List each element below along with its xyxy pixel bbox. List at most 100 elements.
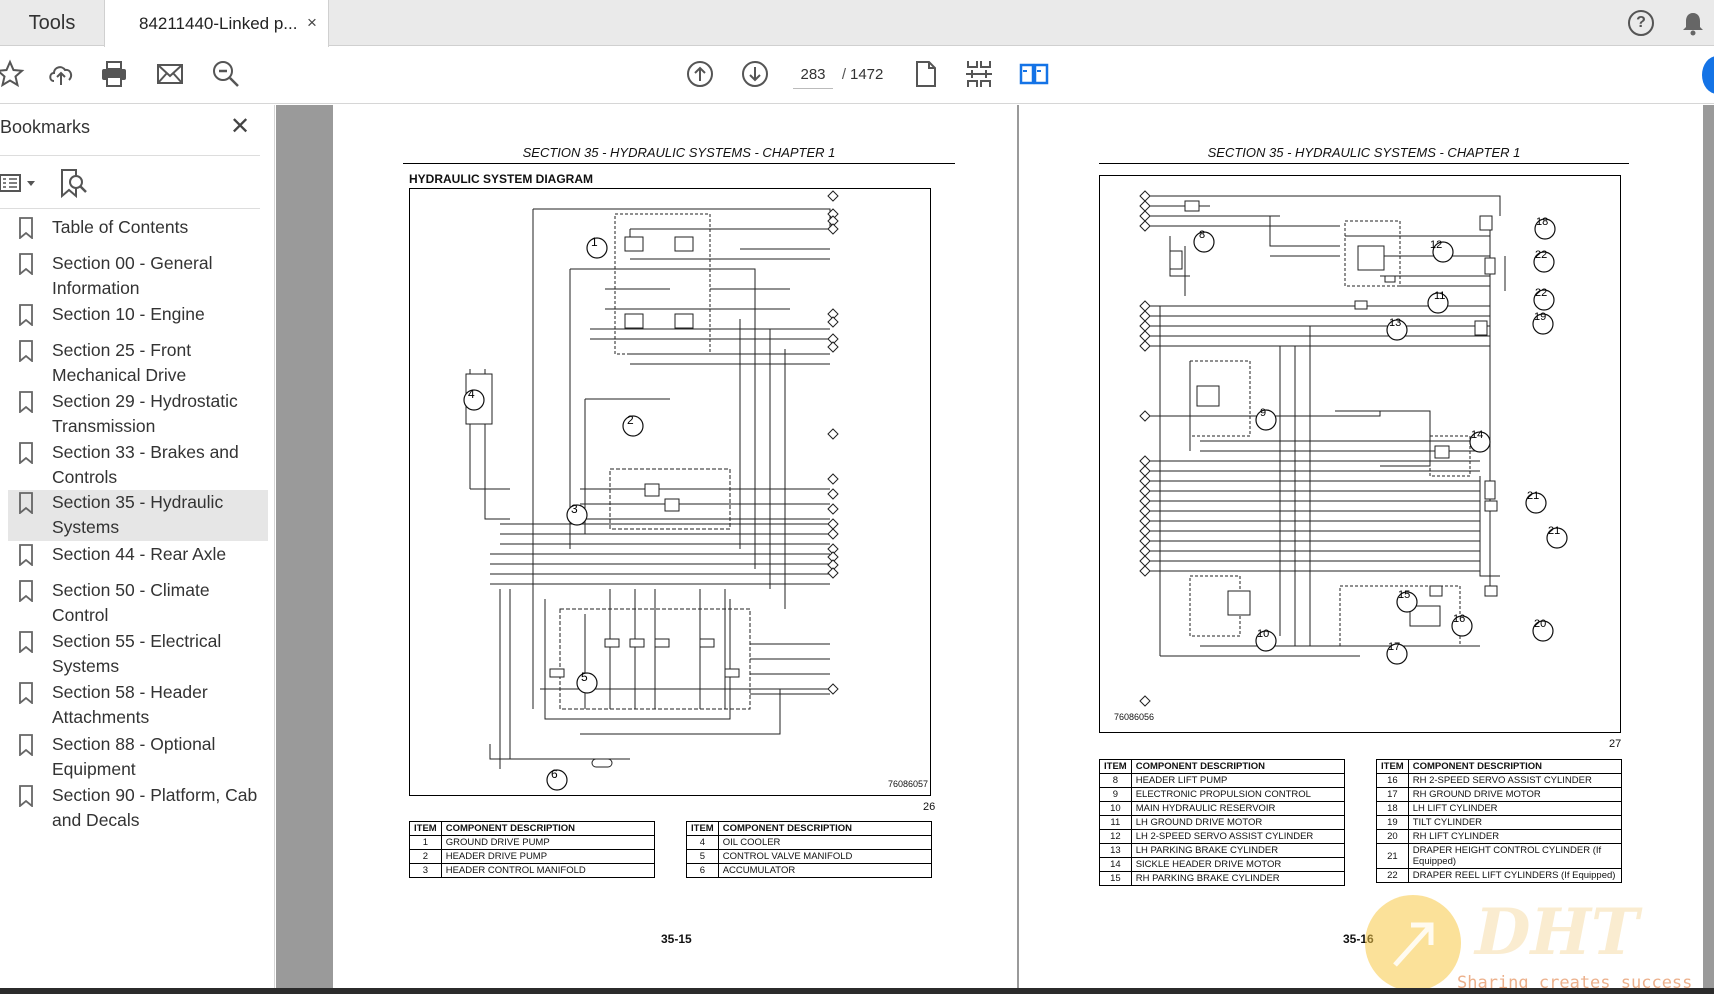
bookmark-label: Section 10 - Engine — [52, 304, 205, 324]
help-icon[interactable]: ? — [1628, 10, 1654, 36]
callout-label: 15 — [1398, 589, 1411, 601]
zoom-icon[interactable] — [208, 56, 244, 92]
pdf-page-right: SECTION 35 - HYDRAULIC SYSTEMS - CHAPTER… — [1019, 105, 1703, 994]
description-cell: RH LIFT CYLINDER — [1407, 829, 1623, 844]
item-cell: 21 — [1376, 843, 1409, 869]
table-header: COMPONENT DESCRIPTION — [1407, 759, 1623, 774]
description-cell: HEADER CONTROL MANIFOLD — [440, 863, 656, 878]
page-down-icon[interactable] — [737, 56, 773, 92]
bookmark-label: Section 44 - Rear Axle — [52, 544, 227, 564]
bookmark-item[interactable]: Section 29 - Hydrostatic Transmission — [8, 389, 268, 439]
table-header: ITEM — [409, 821, 442, 836]
tab-close-icon[interactable]: × — [307, 13, 317, 32]
mail-icon[interactable] — [152, 56, 188, 92]
tab-tools[interactable]: Tools — [28, 11, 76, 34]
bookmark-icon — [19, 682, 33, 704]
two-page-icon[interactable] — [1016, 56, 1052, 92]
bookmark-icon — [19, 544, 33, 566]
figure-number: 26 — [923, 801, 936, 813]
account-avatar[interactable] — [1702, 56, 1714, 94]
page-header: SECTION 35 - HYDRAULIC SYSTEMS - CHAPTER… — [522, 145, 836, 160]
bookmark-icon — [19, 734, 33, 756]
bookmark-label: Section 35 - Hydraulic Systems — [52, 492, 224, 537]
close-icon[interactable]: ✕ — [229, 113, 251, 140]
callout-label: 11 — [1434, 290, 1446, 302]
page-up-icon[interactable] — [682, 56, 718, 92]
description-cell: HEADER LIFT PUMP — [1130, 773, 1346, 788]
item-cell: 2 — [409, 849, 442, 864]
bookmark-item[interactable]: Section 58 - Header Attachments — [8, 680, 268, 730]
bookmark-item[interactable]: Section 55 - Electrical Systems — [8, 629, 268, 679]
item-cell: 3 — [409, 863, 442, 878]
header-rule — [403, 163, 955, 164]
bookmark-icon — [19, 580, 33, 602]
callout-label: 9 — [1260, 407, 1267, 419]
bookmark-item[interactable]: Section 44 - Rear Axle — [8, 542, 268, 567]
bookmark-item[interactable]: Section 10 - Engine — [8, 302, 268, 327]
print-icon[interactable] — [96, 56, 132, 92]
callout-label: 5 — [581, 670, 588, 684]
item-cell: 17 — [1376, 787, 1409, 802]
two-page-scroll-icon[interactable] — [961, 56, 997, 92]
find-bookmark-icon[interactable] — [58, 167, 90, 199]
header-rule — [1099, 163, 1629, 164]
bookmarks-title: Bookmarks — [0, 117, 91, 137]
callout-label: 20 — [1534, 618, 1547, 630]
hydraulic-diagram: 1 2 3 4 5 6 76086057 — [409, 188, 931, 796]
bookmark-options-icon[interactable] — [0, 167, 40, 199]
bookmark-item[interactable]: Section 25 - Front Mechanical Drive — [8, 338, 268, 388]
single-page-icon[interactable] — [907, 56, 943, 92]
upload-icon[interactable] — [43, 56, 79, 92]
description-cell: RH PARKING BRAKE CYLINDER — [1130, 871, 1346, 886]
bookmark-item[interactable]: Section 90 - Platform, Cab and Decals — [8, 783, 268, 833]
description-cell: DRAPER REEL LIFT CYLINDERS (If Equipped) — [1407, 868, 1623, 883]
item-cell: 13 — [1099, 843, 1132, 858]
bookmark-label: Section 25 - Front Mechanical Drive — [52, 340, 192, 385]
description-cell: MAIN HYDRAULIC RESERVOIR — [1130, 801, 1346, 816]
callouts — [463, 237, 644, 791]
callout-label: 21 — [1548, 525, 1561, 537]
tab-bar: Tools 84211440-Linked p... × ? — [0, 0, 1714, 47]
pdf-page-left: SECTION 35 - HYDRAULIC SYSTEMS - CHAPTER… — [333, 105, 1017, 994]
item-cell: 4 — [686, 835, 719, 850]
callout-label: 12 — [1430, 239, 1443, 251]
bookmark-icon — [19, 391, 33, 413]
hydraulic-diagram: 8 9 10 11 13 14 15 16 17 18 19 20 21 21 … — [1099, 175, 1621, 733]
bookmark-item[interactable]: Section 00 - General Information — [8, 251, 268, 301]
bookmark-item[interactable]: Section 88 - Optional Equipment — [8, 732, 268, 782]
tab-document[interactable]: 84211440-Linked p... — [104, 0, 329, 47]
description-cell: DRAPER HEIGHT CONTROL CYLINDER (If Equip… — [1407, 843, 1623, 869]
bell-icon[interactable] — [1680, 10, 1706, 36]
description-cell: SICKLE HEADER DRIVE MOTOR — [1130, 857, 1346, 872]
page-number-input[interactable]: 283 — [793, 61, 833, 89]
description-cell: RH 2-SPEED SERVO ASSIST CYLINDER — [1407, 773, 1623, 788]
item-cell: 20 — [1376, 829, 1409, 844]
bookmark-item-selected[interactable]: Section 35 - Hydraulic Systems — [8, 490, 268, 541]
document-viewport[interactable]: SECTION 35 - HYDRAULIC SYSTEMS - CHAPTER… — [276, 105, 1714, 994]
table-header: COMPONENT DESCRIPTION — [440, 821, 656, 836]
callout-label: 10 — [1257, 628, 1270, 640]
bookmark-item[interactable]: Table of Contents — [8, 215, 268, 240]
figure-id: 76086056 — [1114, 712, 1155, 722]
divider — [0, 155, 260, 156]
item-cell: 9 — [1099, 787, 1132, 802]
star-icon[interactable] — [0, 56, 28, 92]
bookmark-label: Section 88 - Optional Equipment — [52, 734, 216, 779]
bookmark-label: Table of Contents — [52, 217, 189, 237]
bookmark-item[interactable]: Section 33 - Brakes and Controls — [8, 440, 268, 490]
bookmark-item[interactable]: Section 50 - Climate Control — [8, 578, 268, 628]
item-cell: 12 — [1099, 829, 1132, 844]
description-cell: GROUND DRIVE PUMP — [440, 835, 656, 850]
bookmark-icon — [19, 492, 33, 514]
